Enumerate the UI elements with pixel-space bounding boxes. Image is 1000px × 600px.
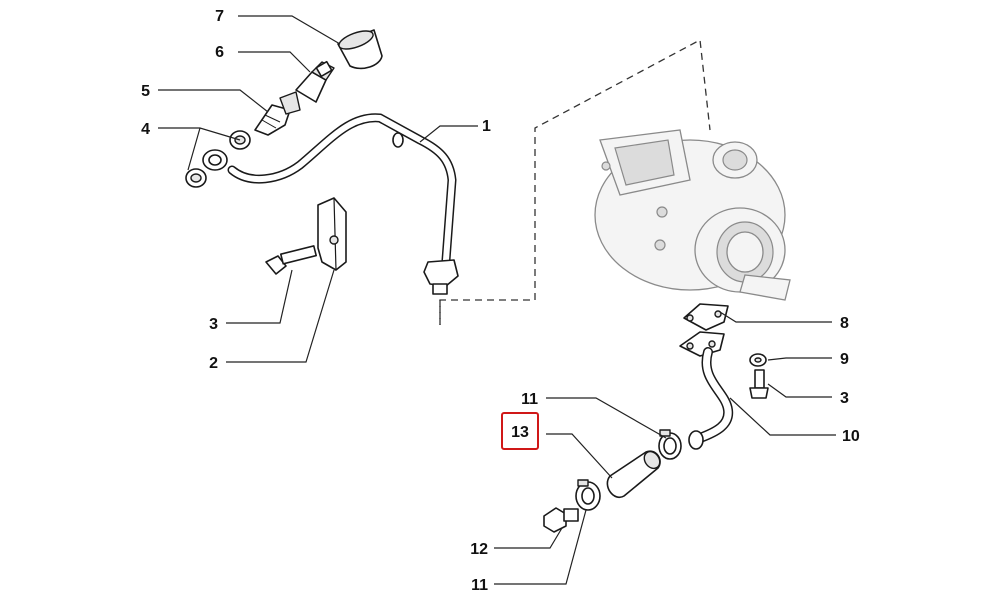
turbocharger-illustration — [594, 129, 791, 301]
part-9-washer — [749, 353, 767, 367]
part-7-protective-cap — [337, 29, 383, 70]
part-8-flange-gasket — [679, 303, 729, 357]
part-11-hose-clamp-upper — [658, 429, 682, 460]
callout-12[interactable]: 12 — [470, 541, 488, 558]
callout-7[interactable]: 7 — [215, 8, 224, 25]
callout-5[interactable]: 5 — [141, 83, 150, 100]
part-10-return-pipe — [688, 347, 734, 450]
part-4-banjo-washers — [185, 130, 251, 188]
callout-3-upper[interactable]: 3 — [209, 316, 218, 333]
part-5-banjo-bolt — [254, 91, 301, 136]
callout-9[interactable]: 9 — [840, 351, 849, 368]
phantom-outline — [439, 38, 711, 325]
callout-13[interactable]: 13 — [511, 424, 529, 441]
highlight-box — [501, 412, 539, 450]
leader-lines — [158, 15, 836, 585]
part-12-union-fitting — [543, 507, 579, 533]
part-3-bolt-upper — [265, 245, 317, 275]
part-13-rubber-hose — [606, 450, 661, 499]
callout-4[interactable]: 4 — [141, 121, 150, 138]
part-2-bracket-clamp — [317, 197, 347, 271]
callout-10[interactable]: 10 — [842, 428, 860, 445]
callout-3-lower[interactable]: 3 — [840, 390, 849, 407]
part-11-hose-clamp-lower — [575, 479, 601, 511]
callout-8[interactable]: 8 — [840, 315, 849, 332]
callout-6[interactable]: 6 — [215, 44, 224, 61]
part-6-pressure-sensor — [295, 60, 335, 103]
callout-2[interactable]: 2 — [209, 355, 218, 372]
callout-11-upper[interactable]: 11 — [521, 391, 538, 408]
part-3-bolt-lower — [749, 369, 769, 399]
callout-11-lower[interactable]: 11 — [471, 577, 488, 594]
part-1-oil-feed-pipe — [227, 113, 459, 295]
callout-1[interactable]: 1 — [482, 118, 491, 135]
